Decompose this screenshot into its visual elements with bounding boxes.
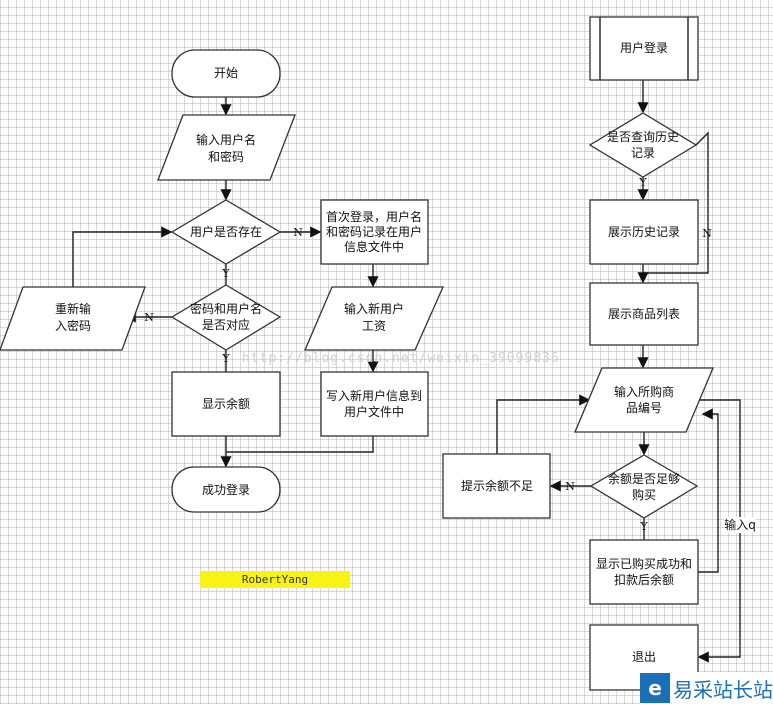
- exit-label: 退出: [632, 650, 656, 664]
- reenter-password-label: 重新输: [55, 301, 91, 316]
- author-label: RobertYang: [200, 571, 350, 588]
- watermark-text: http://blog.csdn.net/weixin_39099836: [242, 351, 560, 366]
- purchase-success-process: [589, 539, 699, 605]
- show-history-process: [589, 199, 699, 265]
- e-logo-icon: e: [640, 673, 670, 703]
- first-login-process: [320, 199, 429, 265]
- password-match-label: 密码和用户名: [190, 301, 262, 316]
- start-terminator: [171, 49, 281, 98]
- show-products-process: [589, 282, 699, 346]
- input-credentials-label: 和密码: [208, 149, 244, 164]
- connectors-left: [72, 97, 379, 468]
- input-credentials-shape: [157, 114, 296, 181]
- first-login-label: 和密码记录在用户: [326, 224, 422, 239]
- write-user-label: 用户文件中: [344, 404, 404, 419]
- password-match-label: 是否对应: [202, 317, 250, 332]
- insufficient-process: [442, 453, 551, 519]
- yes-label: Y: [221, 352, 230, 365]
- input-credentials-label: 输入用户名: [196, 132, 256, 147]
- reenter-password-shape: [0, 286, 146, 351]
- input-product-label: 品编号: [626, 400, 662, 415]
- purchase-success-label: 扣款后余额: [614, 572, 674, 587]
- logo-text: 易采站长站: [673, 677, 773, 702]
- reenter-password-label: 入密码: [55, 318, 91, 333]
- input-salary-shape: [304, 286, 445, 351]
- show-products-label: 展示商品列表: [608, 306, 680, 321]
- yes-label: Y: [639, 520, 648, 533]
- user-login-subprocess: [589, 16, 699, 81]
- no-label: N: [293, 226, 303, 239]
- no-label: N: [565, 480, 575, 493]
- show-balance-label: 显示余额: [202, 396, 250, 411]
- site-logo: e 易采站长站: [640, 672, 773, 704]
- query-history-label: 是否查询历史: [607, 130, 679, 144]
- first-login-label: 首次登录，用户名: [326, 209, 422, 224]
- balance-enough-label: 余额是否足够: [608, 471, 680, 486]
- input-product-label: 输入所购商: [614, 384, 674, 399]
- yes-label: Y: [638, 176, 647, 189]
- input-salary-label: 工资: [362, 319, 386, 333]
- input-q-label: 输入q: [724, 517, 756, 532]
- no-label: N: [144, 311, 154, 324]
- login-success-label: 成功登录: [202, 482, 250, 497]
- password-match-decision: [170, 284, 282, 351]
- user-login-label: 用户登录: [620, 40, 668, 55]
- write-user-process: [320, 371, 429, 437]
- show-history-label: 展示历史记录: [608, 225, 680, 239]
- balance-enough-decision: [589, 454, 699, 519]
- no-label: N: [702, 227, 712, 240]
- user-exists-label: 用户是否存在: [190, 224, 262, 239]
- purchase-success-label: 显示已购买成功和: [596, 556, 692, 571]
- login-success-terminator: [171, 466, 281, 513]
- first-login-label: 信息文件中: [344, 239, 404, 254]
- query-history-label: 记录: [631, 146, 655, 160]
- user-exists-decision: [170, 199, 282, 265]
- input-salary-label: 输入新用户: [344, 301, 404, 316]
- query-history-decision: [588, 112, 698, 178]
- write-user-label: 写入新用户信息到: [326, 388, 422, 403]
- show-balance-process: [171, 371, 281, 437]
- input-product-shape: [574, 367, 714, 433]
- balance-enough-label: 购买: [632, 487, 656, 502]
- insufficient-label: 提示余额不足: [461, 478, 533, 493]
- start-label: 开始: [214, 66, 238, 80]
- yes-label: Y: [221, 267, 230, 280]
